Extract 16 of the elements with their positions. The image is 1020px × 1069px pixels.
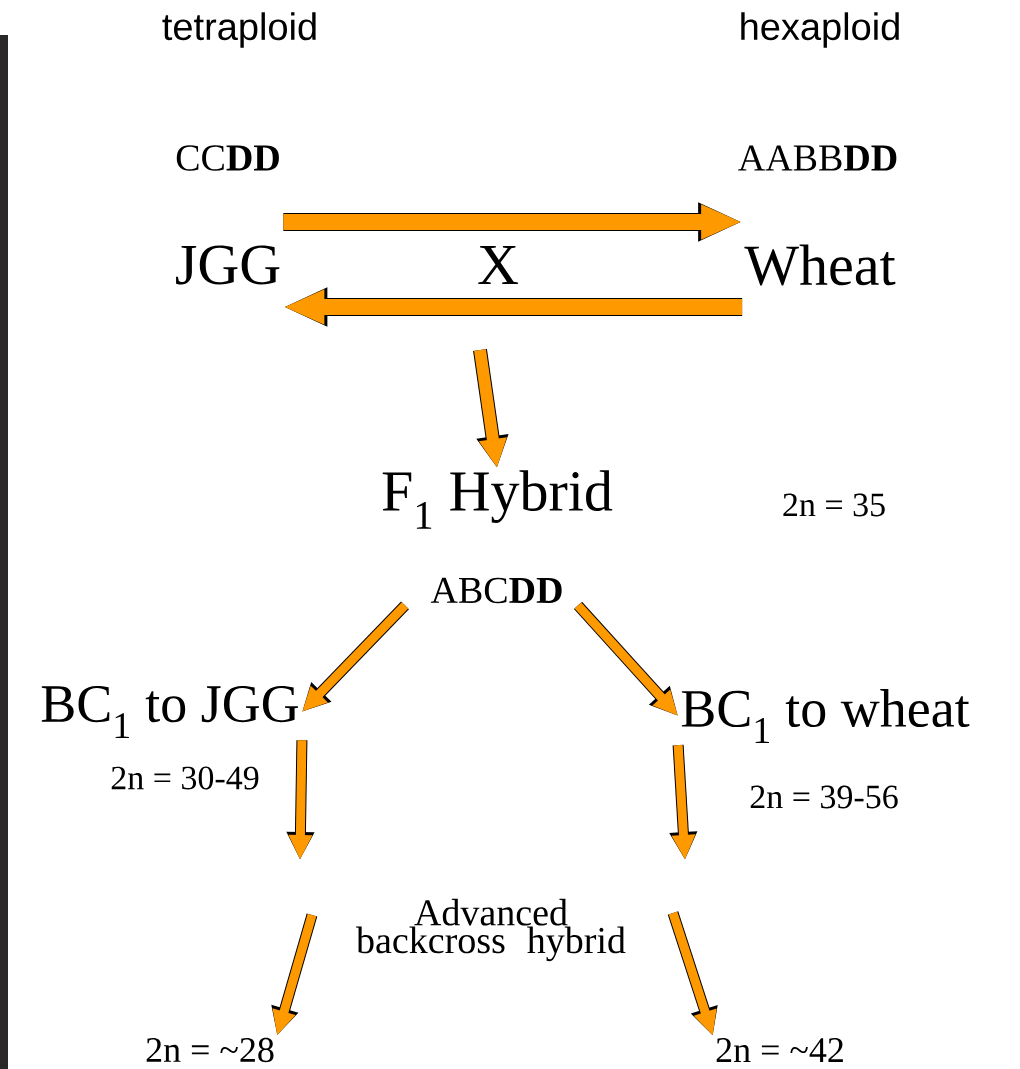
node-label: 2n = ~28 — [146, 1037, 274, 1063]
node-label: BC$_{1}$ to JGG — [41, 685, 299, 739]
genome-label: CCDD — [176, 145, 279, 171]
cross-symbol: X — [478, 246, 518, 284]
node-label: F$_{1}$ Hybrid ABCDD — [382, 470, 613, 604]
node-label: JGG — [176, 245, 280, 285]
chromosome-count: 2n = 35 — [783, 493, 885, 517]
node-label: Wheat — [744, 244, 896, 286]
ploidy-label: hexaploid — [741, 12, 899, 48]
genome-label: AABBDD — [738, 145, 897, 171]
node-label: BC$_{1}$ to wheat — [681, 689, 970, 743]
ploidy-label: tetraploid — [162, 12, 316, 48]
chromosome-count: 2n = 39-56 — [750, 785, 898, 809]
node-label: 2n = ~42 — [716, 1038, 843, 1062]
caption-text: Advanced backcross hybrid — [356, 898, 626, 962]
chromosome-count: 2n = 30-49 — [111, 766, 259, 790]
